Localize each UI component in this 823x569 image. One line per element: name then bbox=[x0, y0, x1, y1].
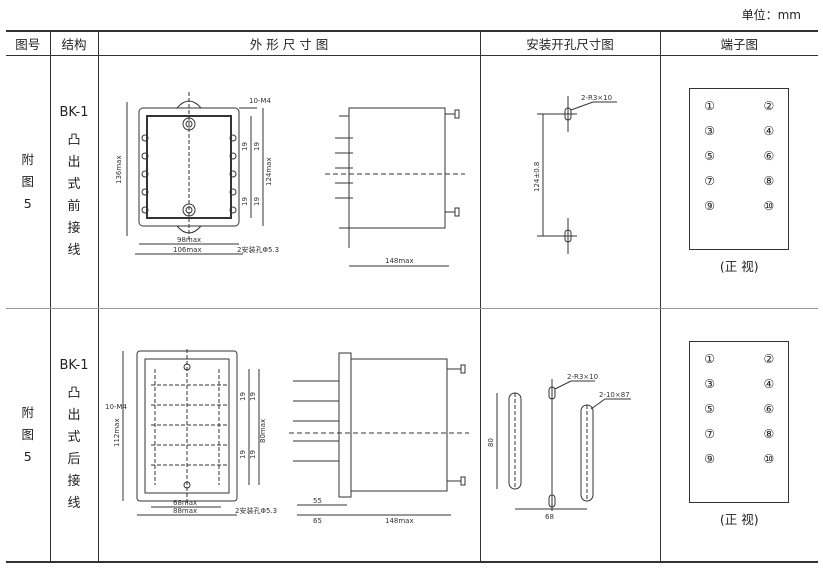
header-terminal: 端子图 bbox=[659, 30, 818, 56]
structure-cell: BK-1 凸 出 式 后 接 线 bbox=[49, 308, 99, 563]
outline-drawing-rear-wiring: 10-M4 112max 80max 19 19 19 19 68max 88m… bbox=[105, 348, 469, 525]
svg-text:68max: 68max bbox=[173, 499, 197, 507]
fig-number-cell: 附 图 5 bbox=[6, 55, 51, 309]
header-outline: 外 形 尺 寸 图 bbox=[97, 30, 481, 56]
svg-text:148max: 148max bbox=[385, 257, 414, 265]
svg-text:124±0.8: 124±0.8 bbox=[533, 161, 541, 191]
svg-text:136max: 136max bbox=[115, 155, 123, 184]
svg-text:112max: 112max bbox=[113, 418, 121, 447]
svg-text:124max: 124max bbox=[265, 157, 273, 186]
outline-drawing-cell: 10-M4 112max 80max 19 19 19 19 68max 88m… bbox=[97, 308, 481, 563]
table-row: 附 图 5 BK-1 凸 出 式 前 接 线 bbox=[6, 55, 818, 309]
svg-text:19: 19 bbox=[249, 450, 257, 459]
mount-drawing-cell: 2-R3×10 2-10×87 80 68 bbox=[479, 308, 661, 563]
svg-text:19: 19 bbox=[253, 142, 261, 151]
fig-number-cell: 附 图 5 bbox=[6, 308, 51, 563]
svg-text:98max: 98max bbox=[177, 236, 201, 244]
header-fig-no: 图号 bbox=[6, 30, 51, 56]
svg-text:10-M4: 10-M4 bbox=[249, 97, 271, 105]
header-row: 图号 结构 外 形 尺 寸 图 安装开孔尺寸图 端子图 bbox=[6, 30, 818, 56]
model-code: BK-1 bbox=[59, 104, 89, 120]
svg-text:65: 65 bbox=[313, 517, 322, 525]
svg-text:19: 19 bbox=[249, 392, 257, 401]
svg-text:106max: 106max bbox=[173, 246, 202, 254]
spec-table: 图号 结构 外 形 尺 寸 图 安装开孔尺寸图 端子图 附 图 5 BK-1 凸… bbox=[6, 30, 818, 563]
svg-text:88max: 88max bbox=[173, 507, 197, 515]
table-row: 附 图 5 BK-1 凸 出 式 后 接 线 bbox=[6, 308, 818, 563]
svg-text:80max: 80max bbox=[259, 418, 267, 442]
svg-text:2-10×87: 2-10×87 bbox=[599, 391, 630, 399]
unit-label: 单位：mm bbox=[741, 8, 801, 22]
svg-text:80: 80 bbox=[487, 438, 495, 447]
svg-text:148max: 148max bbox=[385, 517, 414, 525]
svg-text:19: 19 bbox=[253, 197, 261, 206]
structure-cell: BK-1 凸 出 式 前 接 线 bbox=[49, 55, 99, 309]
mount-hole-drawing-rear-wiring: 2-R3×10 2-10×87 80 68 bbox=[487, 373, 631, 521]
svg-text:10-M4: 10-M4 bbox=[105, 403, 127, 411]
mount-hole-drawing-front-wiring: 2-R3×10 124±0.8 bbox=[533, 94, 617, 254]
outline-drawing-cell: 10-M4 136max 124max 19 19 19 19 98max 10… bbox=[97, 55, 481, 309]
header-mount: 安装开孔尺寸图 bbox=[479, 30, 661, 56]
svg-text:2安装孔Φ5.3: 2安装孔Φ5.3 bbox=[235, 506, 277, 515]
svg-text:68: 68 bbox=[545, 513, 554, 521]
svg-text:19: 19 bbox=[239, 450, 247, 459]
svg-text:19: 19 bbox=[239, 392, 247, 401]
header-structure: 结构 bbox=[49, 30, 99, 56]
mount-drawing-cell: 2-R3×10 124±0.8 bbox=[479, 55, 661, 309]
svg-text:2-R3×10: 2-R3×10 bbox=[567, 373, 598, 381]
svg-text:2安装孔Φ5.3: 2安装孔Φ5.3 bbox=[237, 245, 279, 254]
view-label: (正 视) bbox=[719, 259, 759, 274]
svg-text:55: 55 bbox=[313, 497, 322, 505]
outline-drawing-front-wiring: 10-M4 136max 124max 19 19 19 19 98max 10… bbox=[115, 91, 465, 266]
view-label: (正 视) bbox=[719, 512, 759, 527]
model-code: BK-1 bbox=[59, 357, 89, 373]
svg-text:2-R3×10: 2-R3×10 bbox=[581, 94, 612, 102]
svg-text:19: 19 bbox=[241, 142, 249, 151]
svg-text:19: 19 bbox=[241, 197, 249, 206]
